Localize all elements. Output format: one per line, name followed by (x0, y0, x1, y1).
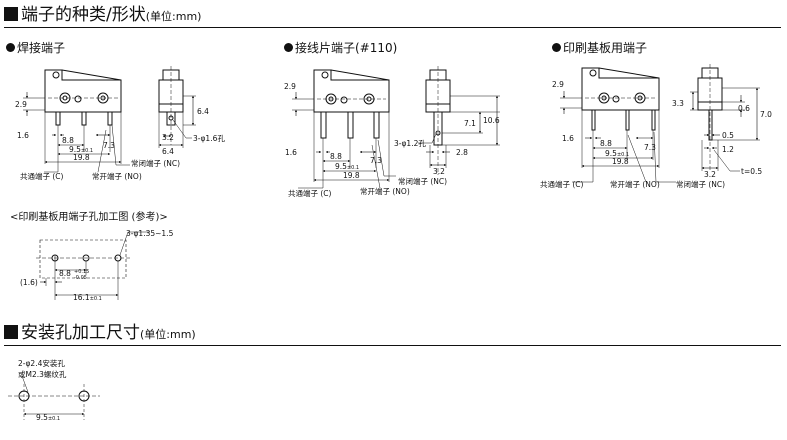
dim-label: 19.8 (612, 157, 629, 166)
dim-label: 9.5±0.1 (335, 162, 359, 171)
dim-label: 1.6 (17, 131, 29, 140)
dim-label: 3.3 (672, 99, 684, 108)
dim-label: 1.6 (285, 148, 297, 157)
dot-bullet-icon (552, 43, 561, 52)
mount-note-line2: 或M2.3螺纹孔 (18, 369, 67, 379)
terminal-label-nc: 常闭端子 (NC) (676, 179, 725, 189)
dim-label: 19.8 (343, 171, 360, 180)
dim-label: 8.8 (62, 136, 74, 145)
pcb-terminal-drawing (560, 64, 760, 183)
solder-terminal-drawing (23, 66, 196, 173)
dim-label: 7.1 (464, 119, 476, 128)
terminal-label-no: 常开端子 (NO) (610, 179, 660, 189)
dim-label: 0.6 (738, 104, 750, 113)
mount-hole-dimensions: 2-φ2.4安装孔 或M2.3螺纹孔 9.5±0.1 (18, 358, 67, 422)
dim-label: 1.6 (562, 134, 574, 143)
dim-label: 7.3 (644, 143, 656, 152)
dim-label: 7.3 (370, 156, 382, 165)
dim-label: 6.4 (162, 147, 174, 156)
dim-label: -0.05 (74, 275, 87, 281)
dim-label: 2.9 (284, 82, 296, 91)
terminal-label-nc: 常闭端子 (NC) (398, 176, 447, 186)
section-title-terminal-types: 端子的种类/形状(单位:mm) (4, 5, 201, 27)
tab-terminal-drawing (292, 66, 500, 189)
dim-label: 0.5 (722, 131, 734, 140)
dot-bullet-icon (284, 43, 293, 52)
dim-label: 8.8 (59, 269, 71, 278)
dim-label: 3-φ1.35~1.5 (126, 229, 174, 238)
dim-label: 7.3 (103, 141, 115, 150)
subtitle-pcb: 印刷基板用端子 (552, 39, 647, 56)
square-bullet-icon (4, 325, 18, 339)
mount-note-line1: 2-φ2.4安装孔 (18, 358, 65, 368)
dim-label: 3-φ1.2孔 (394, 139, 426, 148)
dim-label: 19.8 (73, 153, 90, 162)
terminal-label-com: 共通端子 (C) (288, 188, 332, 198)
pcb-hole-dimensions: 3-φ1.35~1.5 8.8 +0.15 -0.05 (1.6) 16.1±0… (20, 229, 174, 302)
dim-label: 7.0 (760, 110, 772, 119)
dim-label: (1.6) (20, 278, 38, 287)
dim-label: 10.6 (483, 116, 500, 125)
section-title-mounting: 安装孔加工尺寸(单位:mm) (4, 323, 196, 345)
terminal-label-no: 常开端子 (NO) (360, 186, 410, 196)
dim-label: 9.5±0.1 (69, 145, 93, 154)
pcb-terminal-dimensions: 2.9 1.6 8.8 7.3 9.5±0.1 19.8 3.3 0.6 7.0… (540, 80, 772, 189)
dim-label: 8.8 (600, 139, 612, 148)
subtitle-tab: 接线片端子(#110) (284, 39, 397, 56)
dim-label: 6.4 (197, 107, 209, 116)
dim-label: 3.2 (433, 167, 445, 176)
dim-label: t=0.5 (741, 167, 762, 176)
dim-label: +0.15 (74, 269, 89, 275)
solder-terminal-dimensions: 2.9 1.6 8.8 7.3 9.5±0.1 19.8 6.4 3.2 6.4… (15, 100, 225, 181)
dot-bullet-icon (6, 43, 15, 52)
section-rule (4, 27, 781, 28)
dim-label: 2.9 (15, 100, 27, 109)
dim-label: 3-φ1.6孔 (193, 134, 225, 143)
dim-label: 16.1±0.1 (73, 293, 102, 302)
dim-label: 3.2 (704, 170, 716, 179)
dim-label: 8.8 (330, 152, 342, 161)
dim-label: 3.2 (162, 133, 174, 142)
mount-hole-drawing (8, 375, 100, 420)
section-rule (4, 345, 781, 346)
dim-label: 9.5±0.1 (605, 149, 629, 158)
pcb-hole-drawing (36, 231, 150, 300)
square-bullet-icon (4, 7, 18, 21)
terminal-label-com: 共通端子 (C) (20, 171, 64, 181)
subtitle-solder: 焊接端子 (6, 39, 65, 56)
dim-label: 2.8 (456, 148, 468, 157)
dim-label: 1.2 (722, 145, 734, 154)
terminal-label-no: 常开端子 (NO) (92, 171, 142, 181)
terminal-label-com: 共通端子 (C) (540, 179, 584, 189)
dim-label: 9.5±0.1 (36, 413, 60, 422)
dim-label: 2.9 (552, 80, 564, 89)
pcb-hole-title: <印刷基板用端子孔加工图 (参考)> (10, 212, 168, 223)
terminal-label-nc: 常闭端子 (NC) (131, 158, 180, 168)
tab-terminal-dimensions: 2.9 1.6 8.8 7.3 9.5±0.1 19.8 7.1 10.6 2.… (284, 82, 500, 198)
